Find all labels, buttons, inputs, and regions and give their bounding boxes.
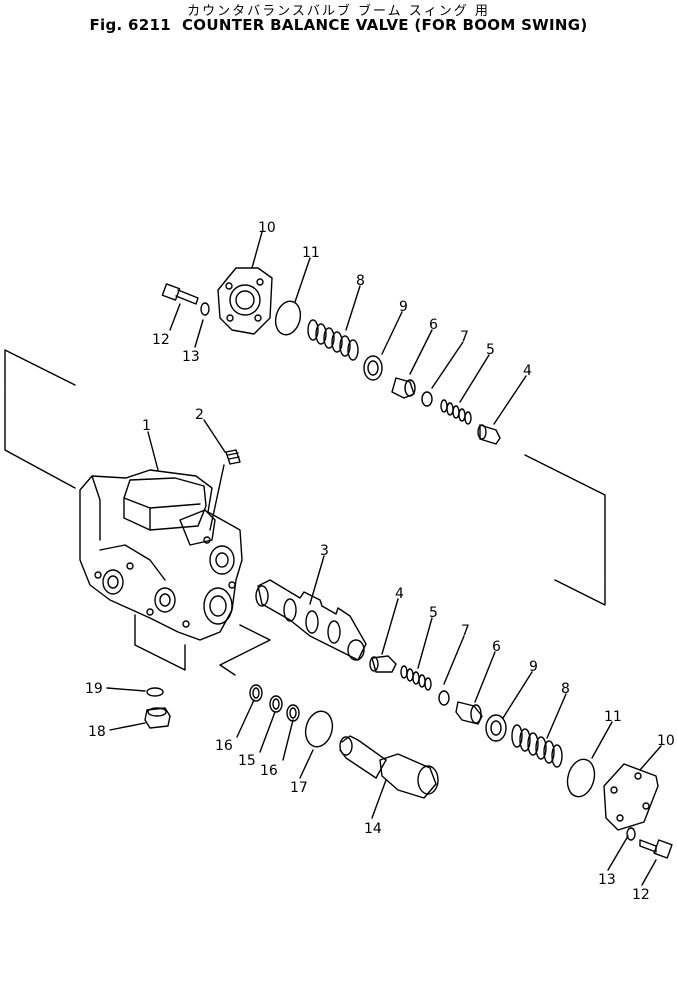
backup-ring-a [249,684,263,702]
o-ring-19 [146,687,164,697]
leader-lines [106,231,662,886]
callout-bottom-12: 12 [632,887,650,903]
bolt-bottom [639,839,673,859]
callout-top-4: 4 [523,363,532,379]
poppet-mid [369,655,397,673]
callout-top-6: 6 [429,317,438,333]
plug-assembly [339,735,439,799]
callout-mid-9: 9 [529,659,538,675]
callout-top-11: 11 [302,245,320,261]
ring-top [363,355,383,381]
o-ring-small-mid [438,690,450,706]
callout-16a: 16 [215,738,233,754]
callout-top-9: 9 [399,299,408,315]
callout-18: 18 [88,724,106,740]
callout-19: 19 [85,681,103,697]
title-japanese: カウンタバランスバルブ ブーム スィング 用 [187,4,490,19]
callout-2: 2 [195,407,204,423]
spring-small-top [440,399,472,425]
callout-top-12: 12 [152,332,170,348]
o-ring-15 [269,695,283,713]
figure-title: Fig. 6211 COUNTER BALANCE VALVE (FOR BOO… [0,16,677,34]
callout-16b: 16 [260,763,278,779]
poppet-top [477,424,501,445]
callout-14: 14 [364,821,382,837]
callout-mid-4: 4 [395,586,404,602]
callout-mid-6: 6 [492,639,501,655]
callout-top-10: 10 [258,220,276,236]
bolt-top [161,283,199,305]
valve-body [79,469,243,641]
backup-ring-b [286,704,300,722]
seat-top [391,377,416,399]
o-ring-17 [304,710,334,748]
o-ring-top [274,300,302,336]
callout-bottom-11: 11 [604,709,622,725]
o-ring-small-top [421,391,433,407]
figure-caption: COUNTER BALANCE VALVE (FOR BOOM SWING) [182,16,588,34]
callout-labels: 10 11 8 12 13 9 6 7 5 4 1 2 3 4 5 7 6 9 … [85,220,675,903]
callout-top-7: 7 [460,329,469,345]
spring-large-top [307,319,359,361]
seat-mid [455,701,483,725]
ring-mid [485,714,507,742]
o-ring-bottom [566,758,596,798]
set-screw [225,449,241,465]
callout-mid-8: 8 [561,681,570,697]
spool [255,579,367,661]
callout-17: 17 [290,780,308,796]
washer-top [200,302,210,316]
callout-bottom-10: 10 [657,733,675,749]
callout-3: 3 [320,543,329,559]
callout-top-8: 8 [356,273,365,289]
callout-mid-5: 5 [429,605,438,621]
washer-bottom [626,827,636,841]
spring-small-mid [400,665,432,691]
callout-mid-7: 7 [461,623,470,639]
plug [144,707,171,729]
flange-cover-top [217,267,273,335]
cover-plate-bottom [603,763,659,831]
spring-large-mid [511,724,563,768]
callout-15: 15 [238,753,256,769]
figure-number: Fig. 6211 [89,16,171,34]
callout-top-13: 13 [182,349,200,365]
callout-bottom-13: 13 [598,872,616,888]
callout-top-5: 5 [486,342,495,358]
guide-lines [4,349,606,676]
callout-1: 1 [142,418,151,434]
